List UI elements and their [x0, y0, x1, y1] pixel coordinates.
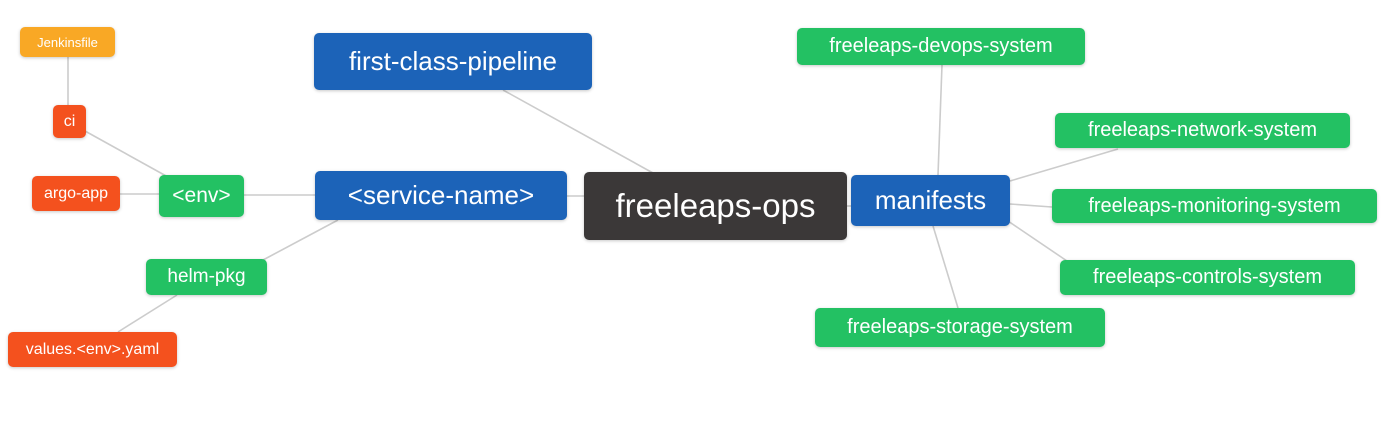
node-jenkinsfile[interactable]: Jenkinsfile	[20, 27, 115, 57]
node-env[interactable]: <env>	[159, 175, 244, 217]
node-devops-system[interactable]: freeleaps-devops-system	[797, 28, 1085, 65]
node-manifests[interactable]: manifests	[851, 175, 1010, 226]
node-ci[interactable]: ci	[53, 105, 86, 138]
node-service-name[interactable]: <service-name>	[315, 171, 567, 220]
node-argo-app[interactable]: argo-app	[32, 176, 120, 211]
node-helm-pkg[interactable]: helm-pkg	[146, 259, 267, 295]
node-freeleaps-ops[interactable]: freeleaps-ops	[584, 172, 847, 240]
node-controls-system[interactable]: freeleaps-controls-system	[1060, 260, 1355, 295]
node-values-env-yaml[interactable]: values.<env>.yaml	[8, 332, 177, 367]
node-monitoring-system[interactable]: freeleaps-monitoring-system	[1052, 189, 1377, 223]
node-first-class-pipeline[interactable]: first-class-pipeline	[314, 33, 592, 90]
node-network-system[interactable]: freeleaps-network-system	[1055, 113, 1350, 148]
node-storage-system[interactable]: freeleaps-storage-system	[815, 308, 1105, 347]
